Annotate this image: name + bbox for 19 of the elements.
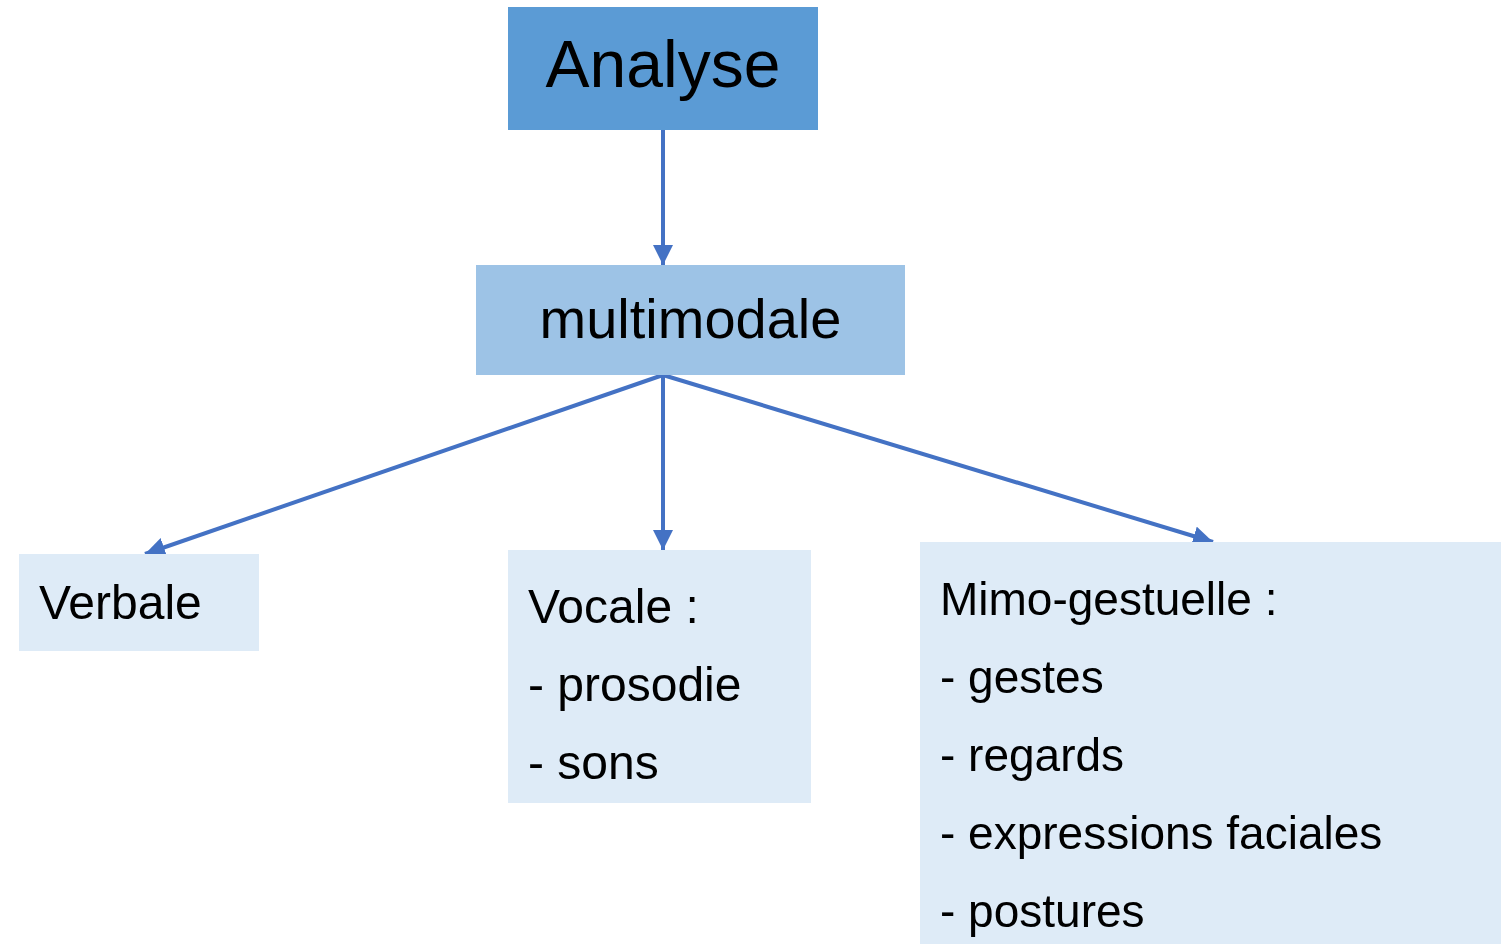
- heading-text: Mimo-gestuelle :: [940, 572, 1279, 627]
- title-box: [508, 7, 818, 130]
- list-item: - postures: [940, 884, 1146, 939]
- heading-text: multimodale: [538, 286, 843, 352]
- category-box: [19, 554, 259, 651]
- heading-text: Verbale: [39, 575, 203, 631]
- category-box: [920, 542, 1501, 944]
- category-box: [508, 550, 811, 803]
- arrow: [653, 375, 673, 550]
- heading-text: Vocale :: [528, 579, 700, 635]
- heading-text: Analyse: [544, 26, 782, 103]
- list-item: - sons: [528, 735, 660, 791]
- list-item: - gestes: [940, 650, 1105, 705]
- list-item: - expressions faciales: [940, 806, 1384, 861]
- category-box: [476, 265, 905, 375]
- arrow: [144, 373, 664, 557]
- arrow: [653, 130, 673, 265]
- list-item: - regards: [940, 728, 1126, 783]
- list-item: - prosodie: [528, 657, 743, 713]
